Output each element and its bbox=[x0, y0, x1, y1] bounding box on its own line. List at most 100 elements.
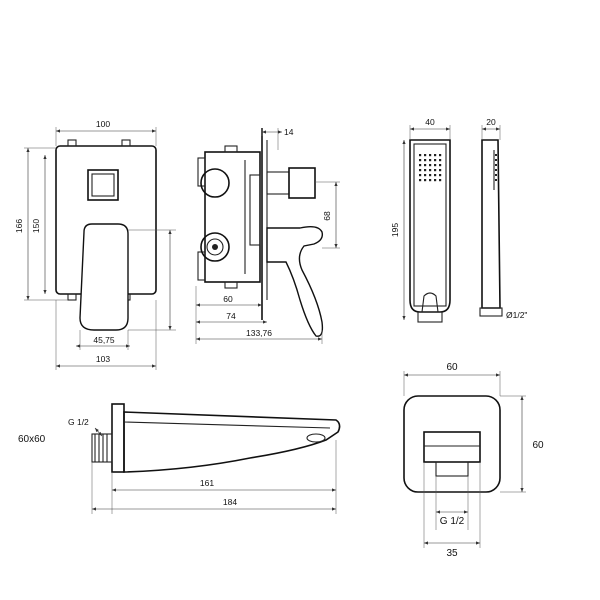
nozzle-dot bbox=[419, 179, 422, 182]
label-holder-width-60: 60 bbox=[446, 362, 458, 373]
side-bottom-fitting bbox=[224, 281, 238, 289]
arrowhead bbox=[152, 129, 156, 133]
front-view: 100 166 150 45,75 103 bbox=[14, 119, 176, 370]
arrowhead bbox=[126, 344, 130, 348]
side-lever-profile bbox=[266, 225, 324, 337]
holder-view: 60 60 G 1/2 35 bbox=[403, 362, 544, 559]
nozzle-dot bbox=[439, 164, 442, 167]
label-holder-height-60: 60 bbox=[532, 440, 544, 451]
label-shower-thread: Ø1/2" bbox=[506, 310, 527, 320]
front-top-left-lug bbox=[67, 139, 77, 147]
side-button-housing bbox=[266, 171, 290, 195]
label-holder-thread: G 1/2 bbox=[440, 516, 465, 527]
arrowhead bbox=[95, 428, 99, 433]
label-side-depth-133-76: 133,76 bbox=[246, 328, 272, 338]
diverter-button-inner bbox=[91, 173, 115, 197]
nozzle-dot bbox=[429, 169, 432, 172]
spout-body bbox=[123, 411, 341, 473]
nozzle-dot-side bbox=[495, 159, 497, 161]
nozzle-dot bbox=[429, 154, 432, 157]
arrowhead bbox=[446, 127, 450, 131]
side-upper-port bbox=[200, 168, 230, 198]
arrowhead bbox=[98, 431, 102, 436]
nozzle-dot bbox=[439, 154, 442, 157]
label-front-height-150: 150 bbox=[31, 219, 41, 233]
nozzle-dot bbox=[419, 154, 422, 157]
holder-plate bbox=[403, 395, 501, 493]
label-spout-thread: G 1/2 bbox=[68, 417, 89, 427]
nozzle-dot bbox=[429, 174, 432, 177]
nozzle-dot bbox=[434, 159, 437, 162]
front-top-right-lug bbox=[121, 139, 131, 147]
arrowhead bbox=[402, 316, 406, 320]
nozzle-dot bbox=[429, 179, 432, 182]
arrowhead bbox=[332, 507, 336, 511]
spout-outlet bbox=[306, 433, 326, 443]
shower-front-inner bbox=[413, 143, 447, 307]
arrowhead bbox=[520, 396, 524, 400]
nozzle-dot bbox=[424, 159, 427, 162]
nozzle-dot bbox=[439, 169, 442, 172]
spout-top-edge bbox=[123, 421, 331, 429]
spout-view: G 1/2 60x60 161 184 bbox=[18, 403, 341, 514]
label-side-depth-74: 74 bbox=[226, 311, 236, 321]
side-lower-port bbox=[200, 232, 230, 262]
dimension-arrows bbox=[26, 127, 524, 545]
nozzle-dot-side bbox=[495, 174, 497, 176]
nozzle-dot bbox=[424, 154, 427, 157]
arrowhead bbox=[464, 510, 468, 514]
arrowhead bbox=[56, 129, 60, 133]
nozzle-dot bbox=[429, 159, 432, 162]
nozzle-dot bbox=[419, 174, 422, 177]
nozzle-dot bbox=[419, 159, 422, 162]
spout-flange bbox=[111, 403, 125, 473]
spout-thread-marks bbox=[94, 434, 108, 462]
arrowhead bbox=[402, 140, 406, 144]
arrowhead bbox=[43, 155, 47, 159]
arrowhead bbox=[26, 148, 30, 152]
arrowhead bbox=[436, 510, 440, 514]
spout-thread-nipple bbox=[91, 433, 113, 463]
arrowhead bbox=[168, 326, 172, 330]
arrowhead bbox=[318, 337, 322, 341]
shower-front-neck bbox=[421, 292, 439, 313]
arrowhead bbox=[410, 127, 414, 131]
label-front-offset-45-75: 45,75 bbox=[93, 335, 115, 345]
shower-side-thread bbox=[479, 307, 503, 317]
shower-front-thread bbox=[417, 311, 443, 323]
arrowhead bbox=[496, 373, 500, 377]
nozzle-dot bbox=[434, 164, 437, 167]
front-bottom-left-lug bbox=[67, 293, 77, 301]
nozzle-dot-side bbox=[495, 164, 497, 166]
arrowhead bbox=[263, 320, 267, 324]
label-front-width-100: 100 bbox=[96, 119, 110, 129]
side-top-fitting bbox=[224, 145, 238, 153]
arrowhead bbox=[520, 488, 524, 492]
nozzle-dot-side bbox=[495, 169, 497, 171]
arrowhead bbox=[168, 230, 172, 234]
arrowhead bbox=[482, 127, 486, 131]
nozzle-dot bbox=[434, 174, 437, 177]
arrowhead bbox=[404, 373, 408, 377]
arrowhead bbox=[196, 303, 200, 307]
nozzle-dot-side bbox=[495, 179, 497, 181]
nozzle-dot bbox=[439, 174, 442, 177]
hand-shower-view: 40 20 195 Ø1/2" bbox=[390, 117, 527, 323]
label-shower-depth-20: 20 bbox=[486, 117, 496, 127]
nozzle-dot bbox=[424, 169, 427, 172]
side-button bbox=[288, 167, 316, 199]
arrowhead bbox=[496, 127, 500, 131]
arrowhead bbox=[476, 541, 480, 545]
label-spout-length-161: 161 bbox=[200, 478, 214, 488]
side-lower-port-inner bbox=[206, 238, 224, 256]
holder-outlet bbox=[435, 461, 469, 477]
arrowhead bbox=[196, 337, 200, 341]
side-view: 14 68 60 74 133,76 bbox=[195, 127, 340, 344]
arrowhead bbox=[424, 541, 428, 545]
side-body-box bbox=[204, 151, 261, 283]
arrowhead bbox=[334, 182, 338, 186]
nozzle-dot bbox=[434, 179, 437, 182]
arrowhead bbox=[112, 488, 116, 492]
side-inner-block bbox=[249, 174, 261, 246]
